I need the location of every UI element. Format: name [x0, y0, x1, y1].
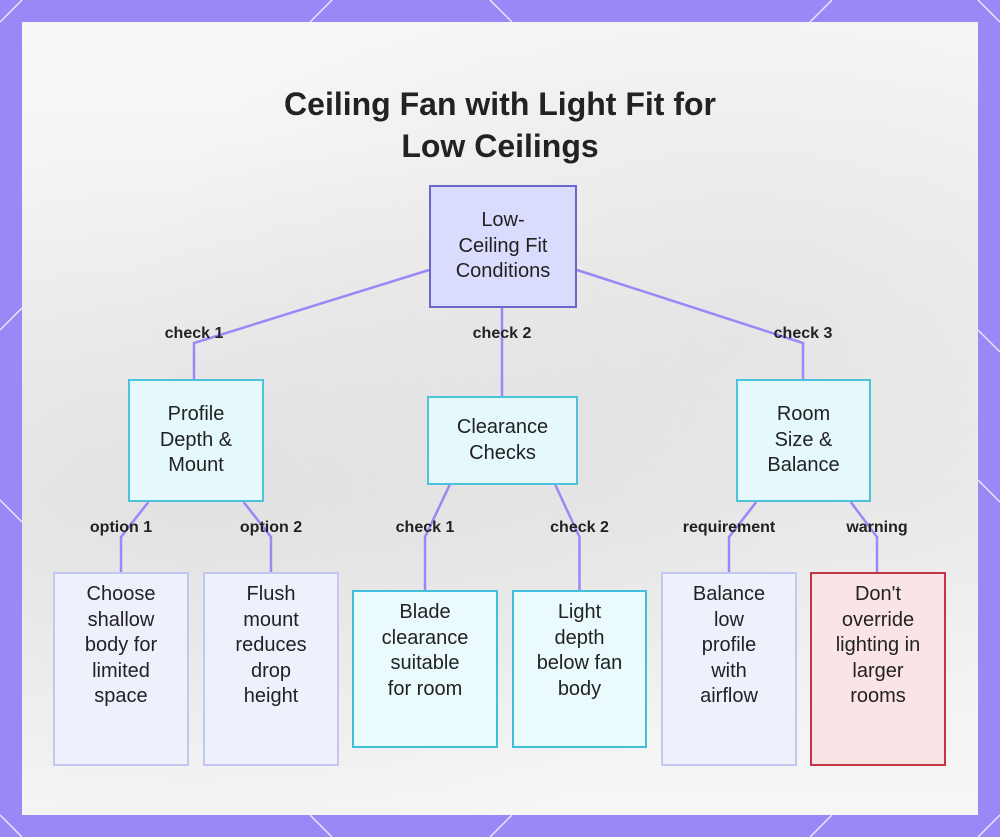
edge-label-leaf-2-1: check 1 — [395, 519, 455, 536]
edge-root-to-category-1 — [192, 268, 430, 379]
edge-label-category-3: check 3 — [773, 325, 833, 342]
category-node-1-text: Profile Depth & Mount — [159, 403, 233, 477]
edge-label-leaf-1-1: option 1 — [89, 519, 153, 536]
diagram-title: Ceiling Fan with Light Fit for Low Ceili… — [284, 86, 716, 164]
category-node-1: Profile Depth & Mount — [128, 379, 264, 502]
leaf-node-2-1: Blade clearance suitable for room — [352, 590, 498, 748]
edge-category-2-to-leaf-1 — [423, 484, 451, 590]
edge-label-leaf-2-2: check 2 — [550, 519, 609, 536]
root-node: Low- Ceiling Fit Conditions — [429, 185, 577, 308]
leaf-node-1-2-text: Flush mount reduces drop height — [235, 583, 307, 708]
leaf-node-2-2: Light depth below fan body — [512, 590, 647, 748]
leaf-node-3-2-text: Don't override lighting in larger rooms — [835, 583, 921, 708]
diagram-panel: Ceiling Fan with Light Fit for Low Ceili… — [22, 22, 978, 815]
edge-label-leaf-3-2: warning — [846, 519, 908, 536]
edge-label-leaf-3-1: requirement — [682, 519, 776, 536]
edge-category-3-to-leaf-2 — [849, 501, 879, 572]
category-node-2-text: Clearance Checks — [456, 415, 549, 464]
leaf-node-1-1: Choose shallow body for limited space — [53, 572, 189, 766]
edge-label-category-2: check 2 — [472, 325, 532, 342]
edge-label-category-1: check 1 — [164, 325, 224, 342]
edge-category-1-to-leaf-1 — [119, 501, 150, 572]
category-node-3: Room Size & Balance — [736, 379, 871, 502]
category-node-3-text: Room Size & Balance — [767, 403, 840, 477]
root-node-text: Low- Ceiling Fit Conditions — [455, 209, 551, 283]
leaf-node-3-1: Balance low profile with airflow — [661, 572, 797, 766]
edge-root-to-category-3 — [576, 268, 805, 379]
leaf-node-3-1-text: Balance low profile with airflow — [692, 583, 766, 708]
leaf-node-1-2: Flush mount reduces drop height — [203, 572, 339, 766]
leaf-node-2-2-text: Light depth below fan body — [536, 601, 623, 700]
edge-label-leaf-1-2: option 2 — [239, 519, 303, 536]
leaf-node-3-2: Don't override lighting in larger rooms — [810, 572, 946, 766]
leaf-node-2-1-text: Blade clearance suitable for room — [381, 601, 469, 700]
connector-lines — [119, 268, 879, 590]
edge-category-1-to-leaf-2 — [242, 501, 273, 572]
category-node-2: Clearance Checks — [427, 396, 578, 485]
leaf-node-1-1-text: Choose shallow body for limited space — [84, 583, 158, 708]
edge-category-3-to-leaf-1 — [727, 501, 758, 572]
edge-category-2-to-leaf-2 — [554, 484, 581, 590]
